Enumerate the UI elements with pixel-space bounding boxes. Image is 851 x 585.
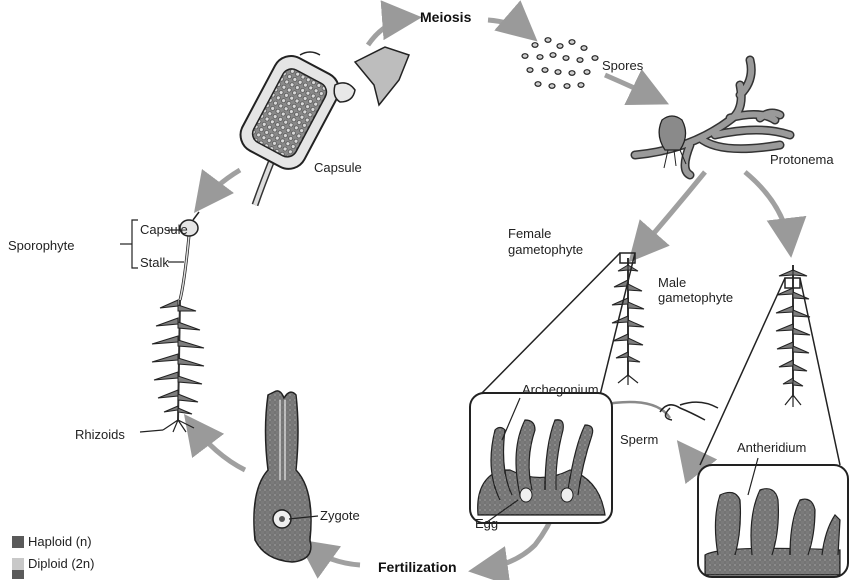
label-meiosis: Meiosis [420,10,471,25]
label-antheridium: Antheridium [737,440,806,455]
label-zygote: Zygote [320,508,360,523]
label-rhizoids: Rhizoids [75,427,125,442]
label-male-gametophyte-line1: Male [658,275,686,290]
legend-label-diploid: Diploid (2n) [28,556,94,571]
label-fertilization: Fertilization [378,560,457,575]
label-capsule-side: Capsule [140,222,188,237]
label-female-gametophyte-line2: gametophyte [508,242,583,257]
label-protonema: Protonema [770,152,834,167]
legend-swatch [12,536,24,548]
zygote-illustration [254,391,318,562]
label-male-gametophyte-line2: gametophyte [658,290,733,305]
label-egg: Egg [475,516,498,531]
sporophyte-bracket [120,220,184,432]
capsule-illustration [234,47,409,205]
label-sporophyte: Sporophyte [8,238,75,253]
label-sperm: Sperm [620,432,658,447]
label-capsule-top: Capsule [314,160,362,175]
spores-cluster [522,38,598,89]
legend-swatch [12,558,24,570]
protonema-illustration [635,60,790,175]
label-archegonium: Archegonium [522,382,599,397]
label-stalk: Stalk [140,255,169,270]
legend-item-diploid: Diploid (2n) [12,556,94,571]
legend-label-haploid: Haploid (n) [28,534,92,549]
legend-item-haploid: Haploid (n) [12,534,92,549]
female-gametophyte-illustration [612,258,644,385]
sporophyte-plant-illustration [152,212,204,432]
label-female-gametophyte-line1: Female [508,226,551,241]
label-spores: Spores [602,58,643,73]
